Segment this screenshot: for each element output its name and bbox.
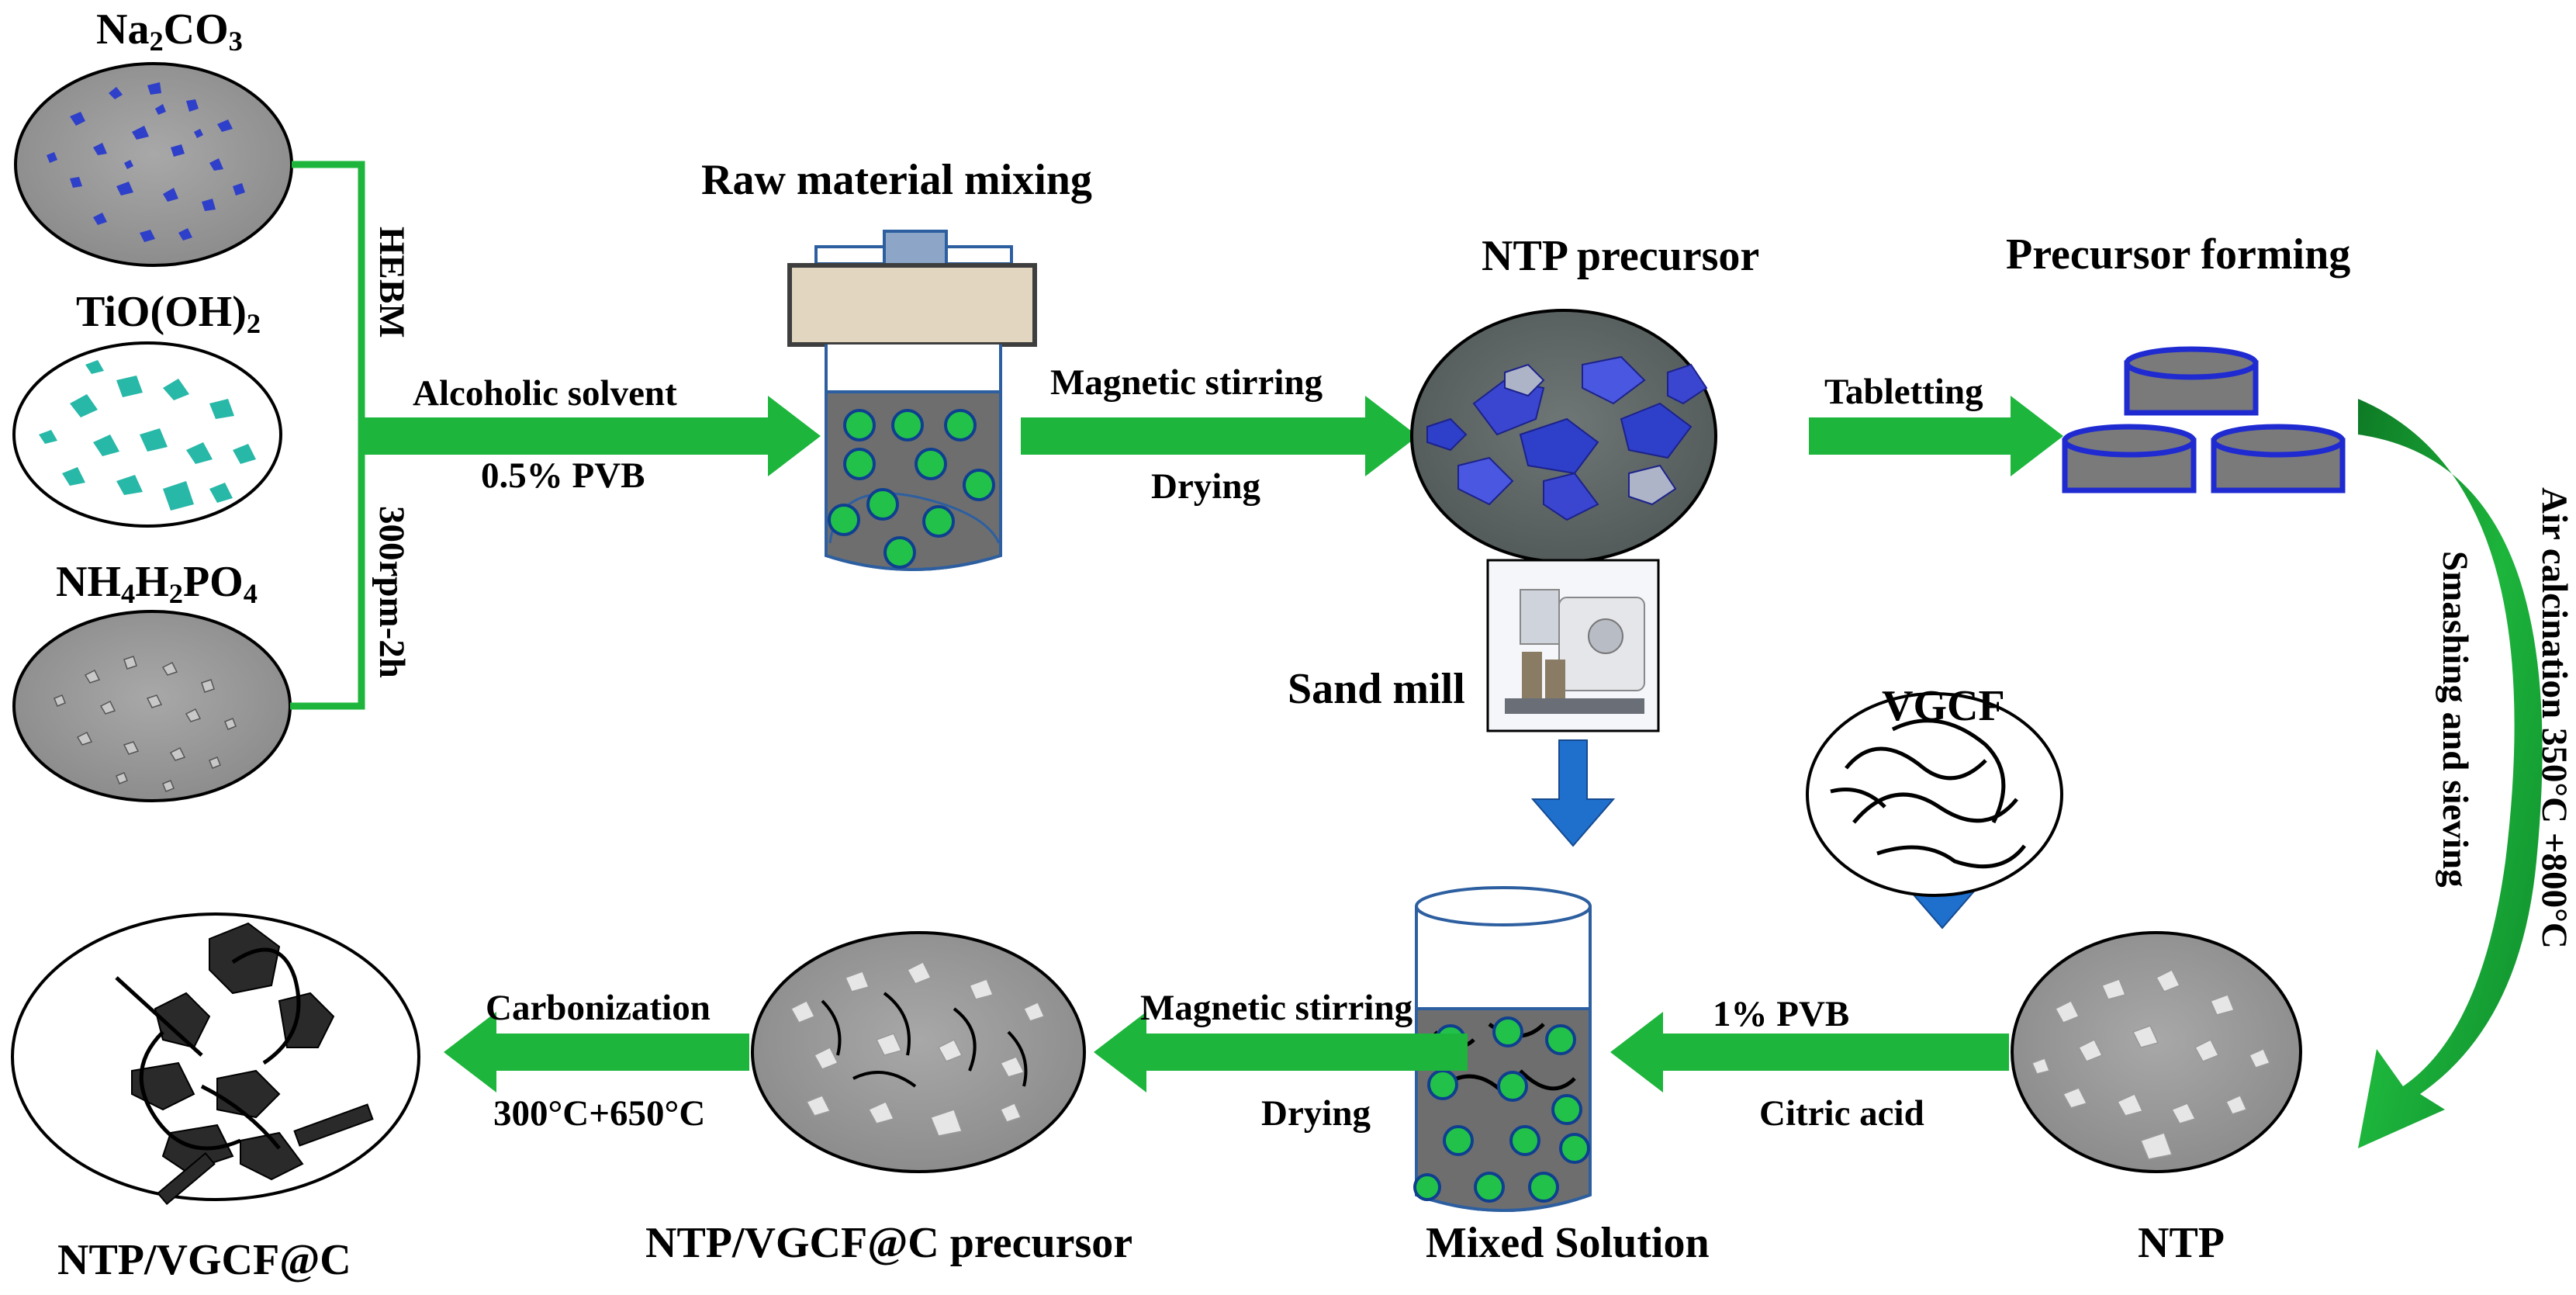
carbonization-temp-label: 300°C+650°C: [493, 1093, 706, 1134]
ntp-title: NTP: [2138, 1219, 2225, 1267]
sandmill-down-arrow: [1530, 739, 1616, 847]
arrow-precursor: [1021, 396, 1418, 476]
vgcf-fibers: [1830, 718, 2026, 869]
arrow-carbonization: [444, 1012, 749, 1092]
reagent-bracket: [290, 161, 365, 710]
solvent-label: Alcoholic solvent: [413, 373, 677, 414]
final-product-fibers: [115, 947, 301, 1151]
ntp-particles: [2031, 968, 2271, 1160]
tabletting-label: Tabletting: [1824, 372, 1983, 412]
ntp-bottom-label: Citric acid: [1759, 1093, 1924, 1134]
mixing-beaker: [787, 230, 1037, 571]
arrow-mixed-to-precursor: [1094, 1012, 1468, 1092]
vgcf-ellipse: [1806, 692, 2063, 897]
hebm-label: HEBM: [372, 227, 412, 338]
mixed-solution-title: Mixed Solution: [1426, 1219, 1710, 1267]
precursor-final-title: NTP/VGCF@C precursor: [645, 1219, 1133, 1267]
na2co3-label: Na2CO3: [96, 5, 243, 57]
precursor-forming-title: Precursor forming: [2006, 230, 2351, 279]
tiooh2-particles: [39, 360, 256, 511]
sandmill-title: Sand mill: [1288, 665, 1465, 713]
arrow-ntp-to-mixed: [1610, 1012, 2009, 1092]
nh4h2po4-label: NH4H2PO4: [56, 558, 258, 610]
pvb-label: 0.5% PVB: [481, 455, 645, 496]
sieving-label: Smashing and sieving: [2435, 551, 2475, 888]
na2co3-particles: [47, 82, 245, 242]
step5-bottom-label: Drying: [1261, 1093, 1371, 1134]
carbonization-label: Carbonization: [486, 988, 711, 1028]
step5-top-label: Magnetic stirring: [1140, 988, 1413, 1028]
step2-bottom-label: Drying: [1151, 466, 1260, 507]
ntp-precursor-crystals: [1426, 355, 1708, 521]
ntp-precursor-title: NTP precursor: [1482, 232, 1760, 280]
rpm-label: 300rpm-2h: [372, 506, 412, 678]
sand-mill-image: [1486, 559, 1660, 732]
arrow-tabletting: [1809, 396, 2063, 476]
final-product-title: NTP/VGCF@C: [57, 1236, 351, 1284]
mixing-title: Raw material mixing: [701, 156, 1092, 204]
precursor-particles: [790, 961, 1046, 1137]
calcination-label: Air calcination 350°C +800°C: [2534, 487, 2574, 949]
step2-top-label: Magnetic stirring: [1050, 362, 1323, 403]
precursor-fibers: [821, 992, 1028, 1088]
ntp-top-label: 1% PVB: [1713, 994, 1850, 1034]
tiooh2-label: TiO(OH)2: [76, 288, 261, 340]
nh4h2po4-particles: [54, 656, 237, 792]
tablets: [2062, 346, 2346, 493]
ntp-ellipse: [2011, 931, 2302, 1173]
arrow-mixing: [361, 396, 821, 476]
vgcf-title: VGCF: [1882, 682, 2005, 730]
calcination-curve-arrow: [2358, 399, 2543, 1148]
